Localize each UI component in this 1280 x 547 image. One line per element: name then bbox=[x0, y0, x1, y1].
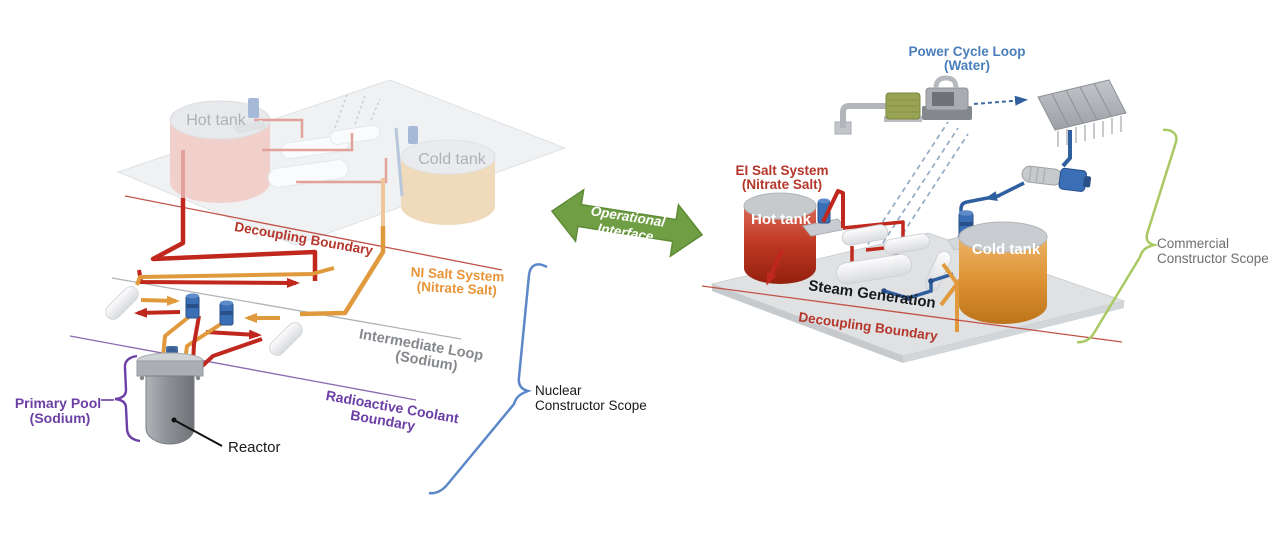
ghost-ramp bbox=[232, 120, 268, 134]
hot-tank-top bbox=[743, 192, 817, 220]
pump-ribs bbox=[1028, 166, 1046, 184]
pump-motor bbox=[1058, 167, 1087, 192]
left-ghost-platform: Hot tank Cold tank bbox=[116, 79, 567, 246]
ihx-capsule bbox=[105, 286, 139, 320]
orange-arrow-to-pump bbox=[140, 295, 180, 306]
sodium-pump bbox=[185, 293, 200, 319]
reactor-body bbox=[145, 375, 195, 445]
ghost-steam-dashes bbox=[334, 93, 381, 129]
cold-tank-body bbox=[959, 237, 1047, 324]
primary-pool-bracket bbox=[114, 354, 141, 443]
platform-edge-right bbox=[903, 301, 1124, 363]
red-pipe-main bbox=[150, 198, 318, 281]
ei-salt-system-label-line1: EI Salt System bbox=[735, 163, 828, 178]
pipe-flange bbox=[905, 295, 911, 301]
turbine-crossover-pipe bbox=[933, 75, 959, 89]
commercial-scope-label-line2: Constructor Scope bbox=[1157, 251, 1269, 266]
platform-edge-front bbox=[712, 284, 903, 363]
reactor-pointer-line bbox=[173, 419, 223, 447]
ni-salt-system-label-line1: NI Salt System bbox=[410, 265, 504, 285]
double-arrow-shape bbox=[550, 188, 704, 258]
nuclear-scope-label-line2: Constructor Scope bbox=[535, 398, 647, 413]
decoupling-boundary-line bbox=[124, 195, 503, 271]
intermediate-loop-piping bbox=[134, 198, 386, 371]
ghost-cold-tank-body bbox=[401, 157, 495, 225]
condenser-body bbox=[1037, 79, 1127, 131]
hot-tank-label: Hot tank bbox=[751, 211, 812, 228]
ghost-cold-tank-label: Cold tank bbox=[418, 151, 487, 168]
red-arrow-into-hot-tank bbox=[766, 249, 784, 286]
turbine-generator-train bbox=[834, 75, 972, 135]
orange-drop-to-reactor bbox=[161, 314, 192, 358]
steam-dashed-arrow-to-condenser bbox=[973, 95, 1028, 106]
power-cycle-label-line1: Power Cycle Loop bbox=[908, 44, 1025, 59]
primary-pool-label-line2: (Sodium) bbox=[30, 410, 91, 426]
condenser-fins bbox=[1051, 82, 1112, 128]
ihx-capsule bbox=[269, 322, 303, 356]
radioactive-boundary-line bbox=[69, 335, 417, 401]
feedwater-flow-arrow bbox=[984, 191, 1001, 202]
ei-salt-system-label-line2: (Nitrate Salt) bbox=[742, 177, 822, 192]
red-arrow-to-ihx bbox=[134, 307, 181, 318]
operational-interface-arrow: Operational Interface bbox=[550, 188, 704, 258]
hot-tank-body bbox=[744, 206, 816, 284]
pipe-flange bbox=[928, 278, 934, 284]
ghost-vessel bbox=[329, 124, 381, 146]
red-pipe-header bbox=[137, 269, 300, 288]
ghost-cold-tank-top bbox=[400, 139, 496, 175]
feedwater-pump bbox=[1021, 165, 1092, 192]
nuclear-scope-label-line1: Nuclear bbox=[535, 383, 582, 398]
red-arrow-right bbox=[205, 329, 262, 340]
cold-tank-top bbox=[958, 221, 1048, 253]
steam-supply-dashed-lines bbox=[862, 121, 969, 265]
right-hot-tank: Hot tank bbox=[743, 192, 817, 284]
ni-salt-system-label-line2: (Nitrate Salt) bbox=[416, 279, 497, 298]
pump-cylinder bbox=[1021, 165, 1063, 186]
generator-vents bbox=[888, 99, 918, 113]
orange-pipe-main bbox=[299, 226, 386, 317]
steam-drum-vessel bbox=[835, 253, 913, 285]
ghost-red-piping bbox=[254, 118, 388, 184]
ghost-pump bbox=[408, 126, 418, 144]
ghost-hot-tank-label: Hot tank bbox=[186, 112, 247, 129]
left-boundaries: Decoupling Boundary NI Salt System (Nitr… bbox=[69, 195, 505, 434]
condensate-pipe bbox=[1061, 130, 1072, 168]
nuclear-scope-bracket bbox=[428, 263, 548, 495]
sodium-pump bbox=[219, 300, 234, 326]
commercial-scope-bracket bbox=[1076, 128, 1178, 344]
pump-motor-cap bbox=[1083, 176, 1092, 188]
steam-generator-vessel bbox=[841, 224, 889, 246]
condenser-legs bbox=[1057, 116, 1122, 147]
primary-pool-label-line1: Primary Pool bbox=[15, 395, 101, 411]
right-decoupling-boundary-line bbox=[701, 285, 1123, 343]
orange-pipe-header bbox=[135, 266, 335, 286]
pipe-flange bbox=[881, 288, 887, 294]
ghost-hot-tank-body bbox=[170, 120, 270, 203]
steam-water-pipe bbox=[883, 272, 954, 300]
ghost-pump bbox=[248, 98, 259, 118]
main-steam-pipe bbox=[840, 103, 886, 128]
ghost-blue-pipe bbox=[394, 127, 404, 197]
reactor-flange bbox=[136, 360, 204, 377]
reactor-label: Reactor bbox=[228, 439, 281, 456]
feedwater-pipe bbox=[954, 181, 1025, 246]
red-drop-to-reactor bbox=[197, 337, 263, 371]
cold-tank-label: Cold tank bbox=[972, 241, 1041, 258]
steam-generator-vessel bbox=[883, 233, 931, 255]
power-cycle-label-line2: (Water) bbox=[944, 58, 990, 73]
intermediate-loop-line bbox=[111, 277, 462, 340]
air-cooled-condenser bbox=[1037, 79, 1127, 147]
turbine-casing bbox=[932, 92, 954, 106]
commercial-scope-label-line1: Commercial bbox=[1157, 236, 1229, 251]
reactor-vessel bbox=[136, 346, 204, 445]
right-cold-tank: Cold tank bbox=[958, 221, 1048, 324]
